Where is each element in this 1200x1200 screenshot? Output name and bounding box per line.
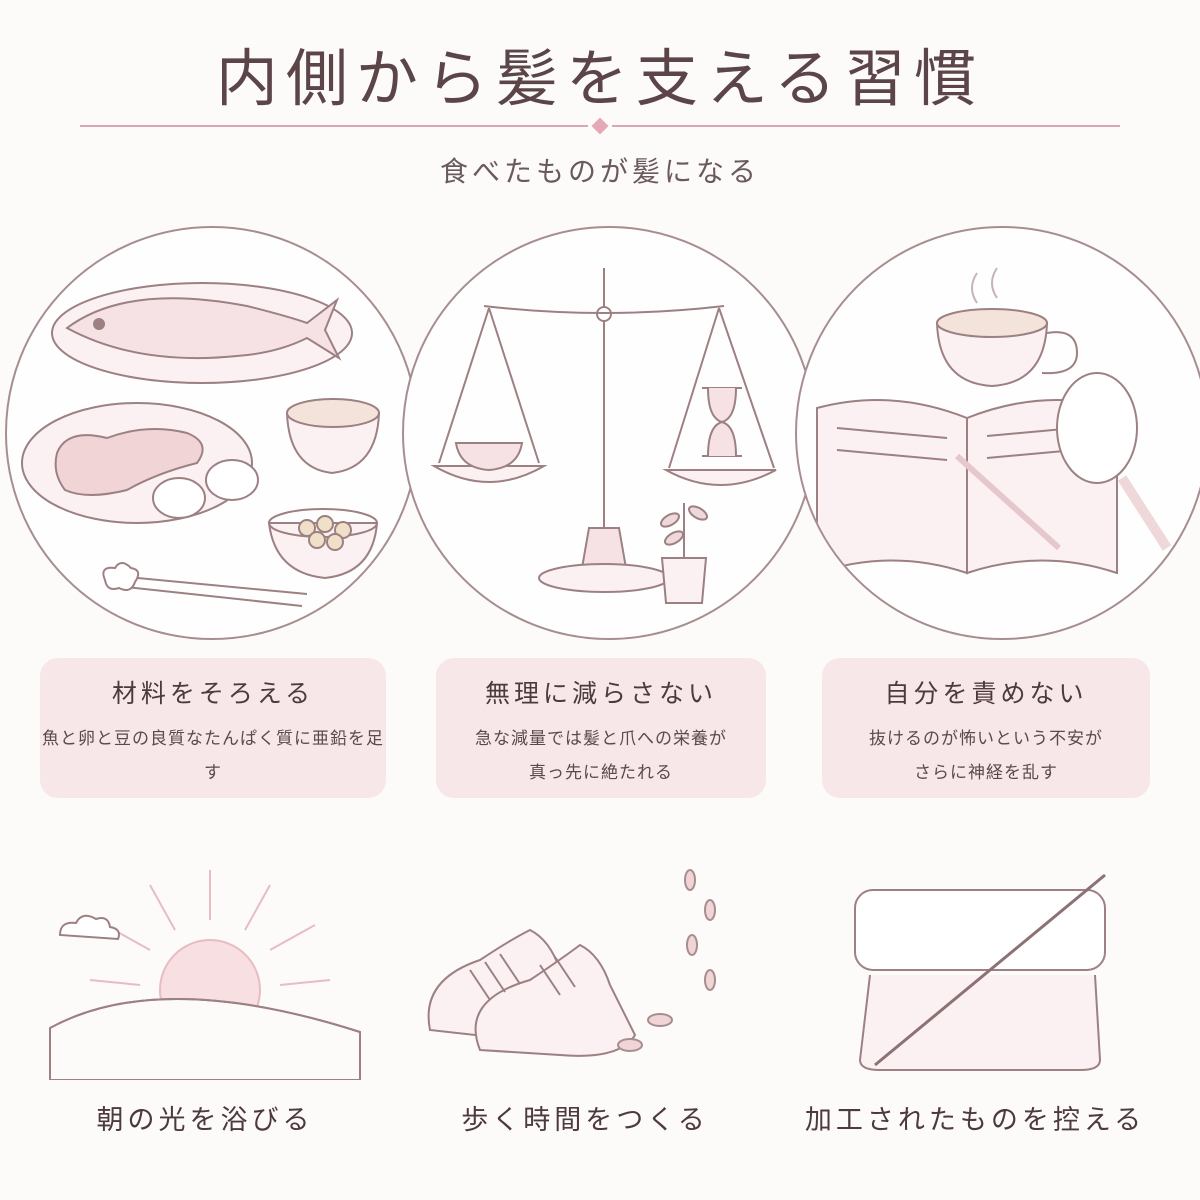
open-book-icon: [816, 399, 1118, 575]
card-title: 材料をそろえる: [111, 679, 315, 708]
card-body: 急な減量では髪と爪への栄養が 真っ先に絶たれる: [475, 729, 727, 783]
container-icon: [854, 873, 1106, 1071]
bowl-icon: [454, 442, 524, 472]
pencil-icon: [954, 453, 1062, 551]
balance-scale-icon: [430, 268, 777, 593]
card-ingredients: 材料をそろえる 魚と卵と豆の良質なたんぱく質に亜鉛を足す: [40, 658, 386, 798]
card-body: 抜けるのが怖いという不安が さらに神経を乱す: [869, 729, 1103, 783]
sunrise-icon: [49, 870, 361, 1080]
chopsticks-icon: [102, 562, 308, 607]
journal-illustration: [795, 226, 1200, 640]
page-title: 内側から髪を支える習慣: [215, 42, 985, 115]
card-body: 魚と卵と豆の良質なたんぱく質に亜鉛を足す: [42, 729, 384, 783]
habit-label-processed-food: 加工されたものを控える: [804, 1105, 1146, 1136]
page-subtitle: 食べたものが髪になる: [439, 155, 760, 188]
sneakers-icon: [427, 869, 716, 1057]
teacup-icon: [935, 267, 1079, 388]
tea-bowl-icon: [285, 398, 381, 475]
steak-plate-icon: [21, 402, 259, 524]
hand-mirror-icon: [1056, 372, 1172, 551]
habit-label-sunlight: 朝の光を浴びる: [96, 1105, 314, 1136]
habit-label-walking: 歩く時間をつくる: [461, 1105, 709, 1136]
scale-illustration: [402, 226, 816, 640]
potted-plant-icon: [659, 503, 709, 604]
food-illustration: [5, 226, 419, 640]
title-divider: [80, 118, 1120, 134]
card-no-dieting: 無理に減らさない 急な減量では髪と爪への栄養が 真っ先に絶たれる: [436, 658, 766, 798]
card-title: 自分を責めない: [884, 679, 1088, 708]
bean-bowl-icon: [267, 508, 379, 580]
fish-plate-icon: [51, 282, 353, 384]
hourglass-icon: [702, 387, 742, 457]
card-title: 無理に減らさない: [484, 679, 717, 708]
card-self-kindness: 自分を責めない 抜けるのが怖いという不安が さらに神経を乱す: [822, 658, 1150, 798]
